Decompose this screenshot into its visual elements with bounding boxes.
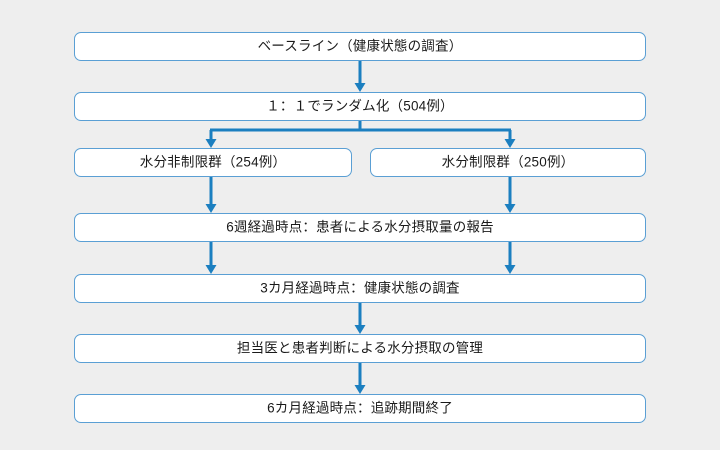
node-week6: 6週経過時点：患者による水分摂取量の報告 (74, 213, 646, 242)
connector-month3-to-management (354, 303, 366, 334)
connector-randomization-split-trunk (205, 121, 516, 148)
node-management: 担当医と患者判断による水分摂取の管理 (74, 334, 646, 363)
connector-management-to-month6 (354, 363, 366, 394)
node-label-week6: 6週経過時点：患者による水分摂取量の報告 (226, 219, 494, 235)
node-group-restricted: 水分制限群（250例） (370, 148, 646, 177)
node-label-month3: 3カ月経過時点：健康状態の調査 (260, 280, 460, 296)
node-baseline: ベースライン（健康状態の調査） (74, 32, 646, 61)
node-month6: 6カ月経過時点：追跡期間終了 (74, 394, 646, 423)
node-randomization: １：１でランダム化（504例） (74, 92, 646, 121)
connector-baseline-to-randomization (354, 61, 366, 92)
connector-week6-to-month3-left (205, 242, 217, 274)
connector-restricted-to-week6 (504, 177, 516, 213)
node-label-randomization: １：１でランダム化（504例） (266, 98, 454, 114)
node-label-baseline: ベースライン（健康状態の調査） (257, 38, 463, 54)
node-label-group-unrestricted: 水分非制限群（254例） (139, 154, 287, 170)
connector-week6-to-month3-right (504, 242, 516, 274)
node-group-unrestricted: 水分非制限群（254例） (74, 148, 352, 177)
node-month3: 3カ月経過時点：健康状態の調査 (74, 274, 646, 303)
node-label-management: 担当医と患者判断による水分摂取の管理 (236, 340, 484, 356)
connector-unrestricted-to-week6 (205, 177, 217, 213)
node-label-group-restricted: 水分制限群（250例） (441, 154, 575, 170)
node-label-month6: 6カ月経過時点：追跡期間終了 (267, 400, 453, 416)
